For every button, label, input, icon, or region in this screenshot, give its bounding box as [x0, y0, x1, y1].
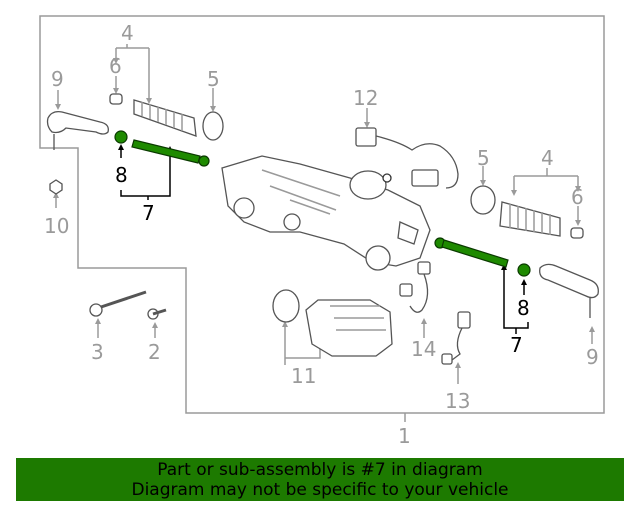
callout-11: 11: [291, 364, 316, 388]
banner-line-disclaimer: Diagram may not be specific to your vehi…: [131, 480, 509, 500]
inner-tie-rod-right-highlight: [434, 237, 509, 268]
tie-rod-end-right: [539, 263, 599, 318]
info-banner: Part or sub-assembly is #7 in diagram Di…: [16, 458, 624, 501]
steering-gear-body: [221, 155, 431, 271]
callout-8-left: 8: [115, 163, 128, 187]
clamp-right: [470, 185, 496, 215]
nut: [49, 179, 63, 195]
dust-cap-right: [570, 227, 584, 239]
callout-7-right: 7: [510, 333, 523, 357]
clamp-left: [202, 111, 224, 141]
callout-4-left: 4: [121, 21, 134, 45]
dust-cap-left: [109, 93, 123, 105]
callout-9-right: 9: [586, 345, 599, 369]
control-module: [305, 299, 393, 357]
callout-14: 14: [411, 337, 436, 361]
callout-10: 10: [44, 214, 69, 238]
leader-lines: [53, 44, 595, 422]
callout-9-left: 9: [51, 67, 64, 91]
seal-ring: [272, 289, 300, 323]
callout-1: 1: [398, 424, 411, 448]
boot-right: [499, 201, 561, 237]
callout-6-right: 6: [571, 185, 584, 209]
callout-2: 2: [148, 340, 161, 364]
callout-4-right: 4: [541, 146, 554, 170]
callout-8-right: 8: [517, 296, 530, 320]
boot-left: [133, 99, 197, 137]
small-bolt: [147, 308, 167, 320]
banner-line-part: Part or sub-assembly is #7 in diagram: [157, 460, 483, 480]
assembly-outline: [39, 15, 605, 414]
callout-5-right: 5: [477, 146, 490, 170]
parts-diagram: 1 2 3 4 4 5 5 6 6 7 7 8 8 9 9 10 11 12 1…: [39, 15, 605, 448]
bolt: [89, 290, 147, 317]
callout-5-left: 5: [207, 67, 220, 91]
sensor-harness: [399, 261, 431, 313]
callout-13: 13: [445, 389, 470, 413]
seal-right-highlight: [517, 263, 531, 277]
tie-rod-end-left: [46, 110, 109, 150]
callout-12: 12: [353, 86, 378, 110]
callout-7-left: 7: [142, 201, 155, 225]
callout-3: 3: [91, 340, 104, 364]
wiring-harness: [355, 127, 459, 189]
sensor: [441, 311, 471, 365]
seal-left-highlight: [114, 130, 128, 144]
callout-6-left: 6: [109, 54, 122, 78]
inner-tie-rod-left-highlight: [131, 139, 210, 167]
